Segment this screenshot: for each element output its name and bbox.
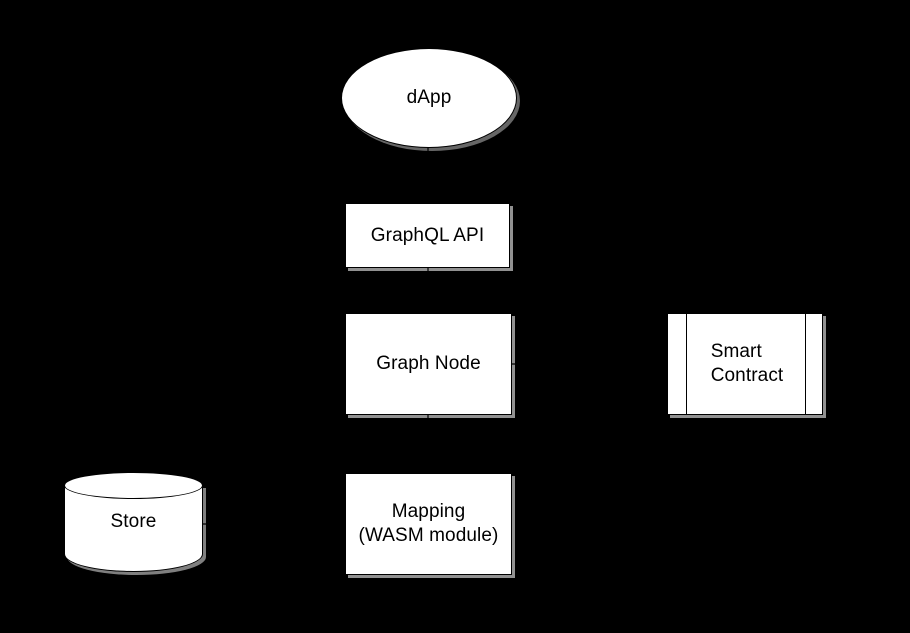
node-dapp[interactable]: dApp: [341, 48, 517, 148]
node-dapp-label: dApp: [406, 87, 452, 109]
cylinder-top-ellipse: [64, 472, 203, 499]
node-smart-contract-label: Smart Contract: [710, 341, 784, 386]
node-graphql-api[interactable]: GraphQL API: [345, 203, 510, 268]
node-graphql-api-label: GraphQL API: [370, 224, 485, 246]
node-store[interactable]: Store: [64, 472, 203, 572]
node-graph-node-label: Graph Node: [376, 353, 481, 375]
node-smart-contract[interactable]: Smart Contract: [667, 313, 823, 415]
node-mapping-label: Mapping (WASM module): [358, 501, 499, 546]
module-right-divider: [805, 314, 806, 414]
node-mapping[interactable]: Mapping (WASM module): [345, 473, 512, 575]
cylinder-body: [64, 485, 203, 572]
node-store-label: Store: [110, 511, 157, 533]
module-left-divider: [686, 314, 687, 414]
node-graph-node[interactable]: Graph Node: [345, 313, 512, 415]
